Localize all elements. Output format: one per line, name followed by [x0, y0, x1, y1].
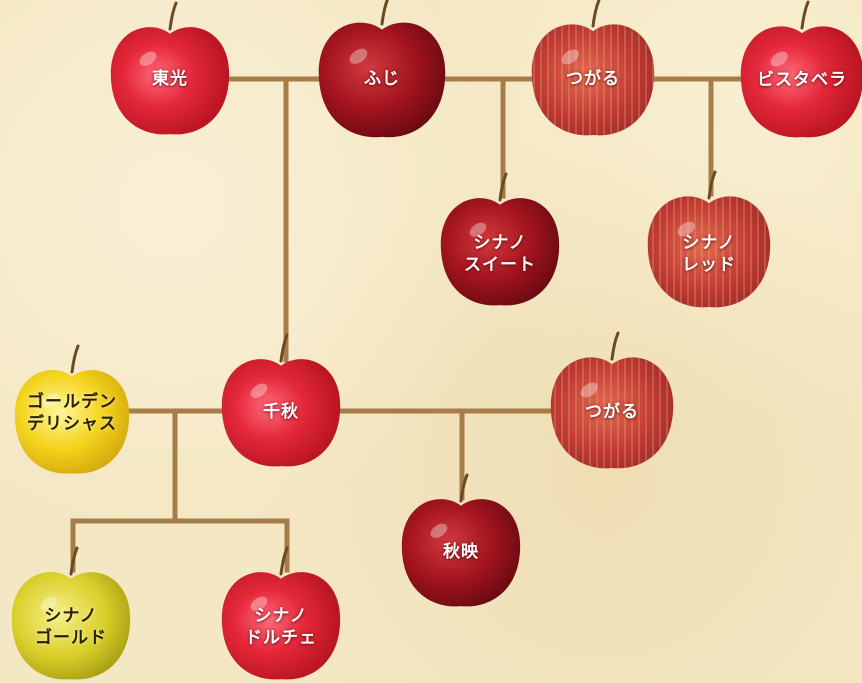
- apple-highlight: [42, 393, 59, 408]
- apple-stripes: [550, 357, 674, 469]
- apple-stem: [459, 473, 469, 503]
- apple-shinano-dolce: [221, 546, 341, 680]
- apple-stem: [279, 333, 289, 363]
- apple-body: [318, 22, 446, 138]
- connector-lines: [70, 76, 748, 573]
- label-bista-bella: ビスタベラ: [757, 69, 847, 91]
- label-toko: 東光: [152, 68, 188, 90]
- label-shinano-red: シナノ レッド: [682, 232, 736, 276]
- label-fuji: ふじ: [364, 68, 400, 90]
- label-line: ビスタベラ: [757, 70, 847, 90]
- label-line: つがる: [585, 402, 639, 422]
- label-line: レッド: [682, 255, 736, 275]
- label-line: ゴールド: [35, 628, 107, 648]
- label-line: デリシャス: [27, 414, 117, 434]
- apple-highlight: [770, 51, 788, 67]
- label-tsugaru-mid: つがる: [585, 401, 639, 423]
- apple-highlight: [677, 221, 695, 237]
- apple-highlight: [580, 382, 598, 398]
- label-shinano-dolce: シナノ ドルチェ: [245, 605, 317, 649]
- label-line: シナノ: [682, 233, 736, 253]
- apple-stem: [610, 331, 620, 361]
- apple-highlight: [469, 222, 487, 237]
- apple-body: [221, 572, 341, 680]
- label-line: ふじ: [364, 69, 400, 89]
- apple-body: [11, 572, 131, 680]
- apple-stem: [70, 344, 80, 374]
- label-line: 秋映: [443, 542, 479, 562]
- apple-highlight: [40, 596, 58, 611]
- apple-shinano-red: [647, 170, 771, 308]
- apple-highlight: [250, 383, 268, 398]
- apple-senshu: [221, 333, 341, 467]
- label-line: ドルチェ: [245, 628, 317, 648]
- apple-stem: [591, 0, 601, 28]
- apple-stem: [168, 1, 178, 31]
- label-line: シナノ: [473, 233, 527, 253]
- apple-stem: [800, 0, 810, 30]
- label-line: ゴールデン: [27, 392, 117, 412]
- apple-stem: [707, 170, 717, 200]
- label-shinano-gold: シナノ ゴールド: [35, 605, 107, 649]
- apple-body: [740, 26, 862, 138]
- apple-shinano-sweet: [440, 172, 560, 306]
- apple-shuei: [401, 473, 521, 607]
- apple-golden-delicious: [14, 344, 130, 474]
- label-line: シナノ: [254, 606, 308, 626]
- apple-highlight: [349, 48, 368, 64]
- apple-stem: [279, 546, 289, 576]
- label-shuei: 秋映: [443, 541, 479, 563]
- label-line: 千秋: [263, 402, 299, 422]
- apple-highlight: [250, 596, 268, 611]
- apple-tsugaru-mid: [550, 331, 674, 469]
- apple-shinano-gold: [11, 546, 131, 680]
- apple-bista-bella: [740, 0, 862, 138]
- apple-stripes: [531, 24, 655, 136]
- apples-layer: [11, 0, 862, 680]
- label-tsugaru-top: つがる: [566, 68, 620, 90]
- apple-tsugaru-top: [531, 0, 655, 136]
- apple-highlight: [139, 51, 157, 66]
- apple-stripes: [647, 196, 771, 308]
- label-golden-delicious: ゴールデン デリシャス: [27, 391, 117, 435]
- label-line: スイート: [464, 255, 536, 275]
- apple-stem: [69, 546, 79, 576]
- apple-body: [14, 369, 130, 474]
- apple-body: [440, 198, 560, 306]
- label-line: つがる: [566, 69, 620, 89]
- label-line: 東光: [152, 69, 188, 89]
- apple-body: [110, 27, 230, 135]
- label-line: シナノ: [44, 606, 98, 626]
- apple-stem: [498, 172, 508, 202]
- apple-highlight: [430, 523, 448, 538]
- apple-toko: [110, 1, 230, 135]
- apple-body: [401, 499, 521, 607]
- apple-stem: [380, 0, 389, 26]
- label-shinano-sweet: シナノ スイート: [464, 232, 536, 276]
- label-senshu: 千秋: [263, 401, 299, 423]
- apple-body: [221, 359, 341, 467]
- apple-fuji: [318, 0, 446, 138]
- apple-highlight: [561, 49, 579, 65]
